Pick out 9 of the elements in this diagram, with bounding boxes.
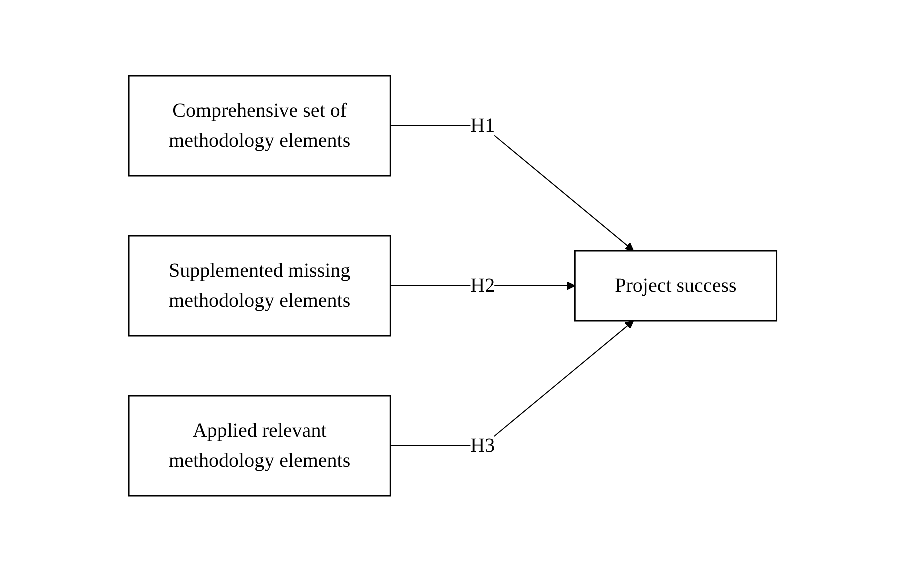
arrow	[390, 320, 634, 446]
arrow	[390, 126, 634, 252]
edge-label: H2	[470, 275, 496, 297]
node-box: Supplemented missing methodology elements	[128, 235, 392, 337]
node-box: Applied relevant methodology elements	[128, 395, 392, 497]
node-box: Project success	[574, 250, 778, 322]
edge-label: H1	[470, 115, 496, 137]
node-box: Comprehensive set of methodology elements	[128, 75, 392, 177]
edge-label: H3	[470, 435, 496, 457]
